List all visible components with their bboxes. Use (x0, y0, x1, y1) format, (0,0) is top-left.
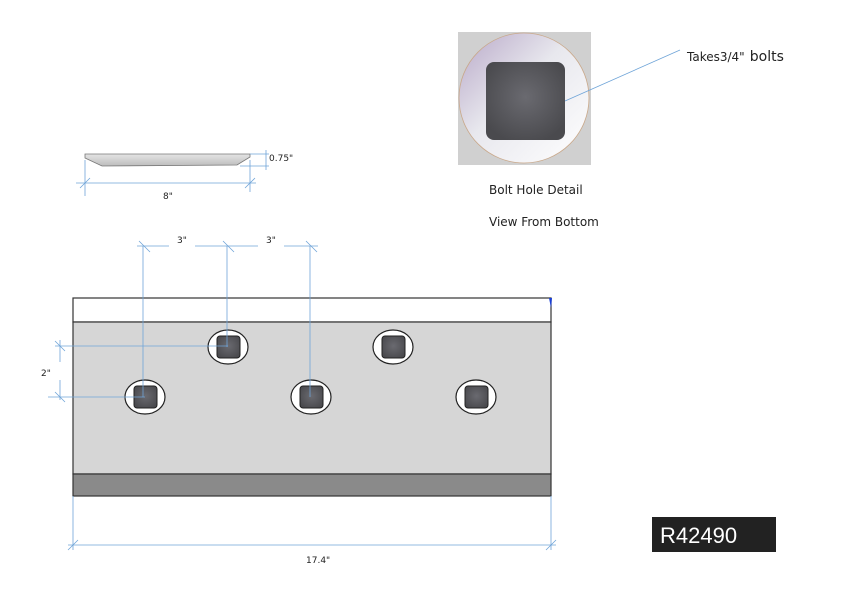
plan-view: 3" 3" 2" 17.4" (41, 236, 557, 566)
callout-leader (564, 49, 681, 102)
plate-top-band (72, 297, 552, 323)
width-tick-right (244, 177, 256, 189)
width-label: 8" (163, 192, 173, 202)
spacing-label-1: 3" (177, 236, 187, 246)
spacing-label-2: 3" (266, 236, 276, 246)
bolt-hole (290, 379, 332, 415)
callout-suffix: bolts (749, 49, 784, 65)
detail-title: Bolt Hole Detail (489, 183, 583, 197)
bolt-hole (455, 379, 497, 415)
side-view: 0.75" 8" (76, 150, 293, 202)
spacing-dimensions (48, 240, 557, 551)
callout-prefix: Takes3/4" (687, 50, 745, 64)
bolt-hole (372, 329, 414, 365)
part-number-badge: R42490 (652, 517, 776, 552)
plate-edge-band (72, 473, 552, 497)
corner-marker (549, 298, 552, 308)
bolt-hole-detail (458, 32, 681, 165)
thickness-label: 0.75" (269, 154, 293, 164)
detail-square-hole (486, 62, 565, 140)
bolt-size-callout: Takes3/4" bolts (687, 46, 784, 65)
length-label: 17.4" (306, 556, 330, 566)
detail-subtitle: View From Bottom (489, 215, 599, 229)
offset-label: 2" (41, 369, 51, 379)
side-profile (84, 153, 251, 167)
bolt-hole (207, 329, 249, 365)
width-tick-left (79, 177, 91, 189)
